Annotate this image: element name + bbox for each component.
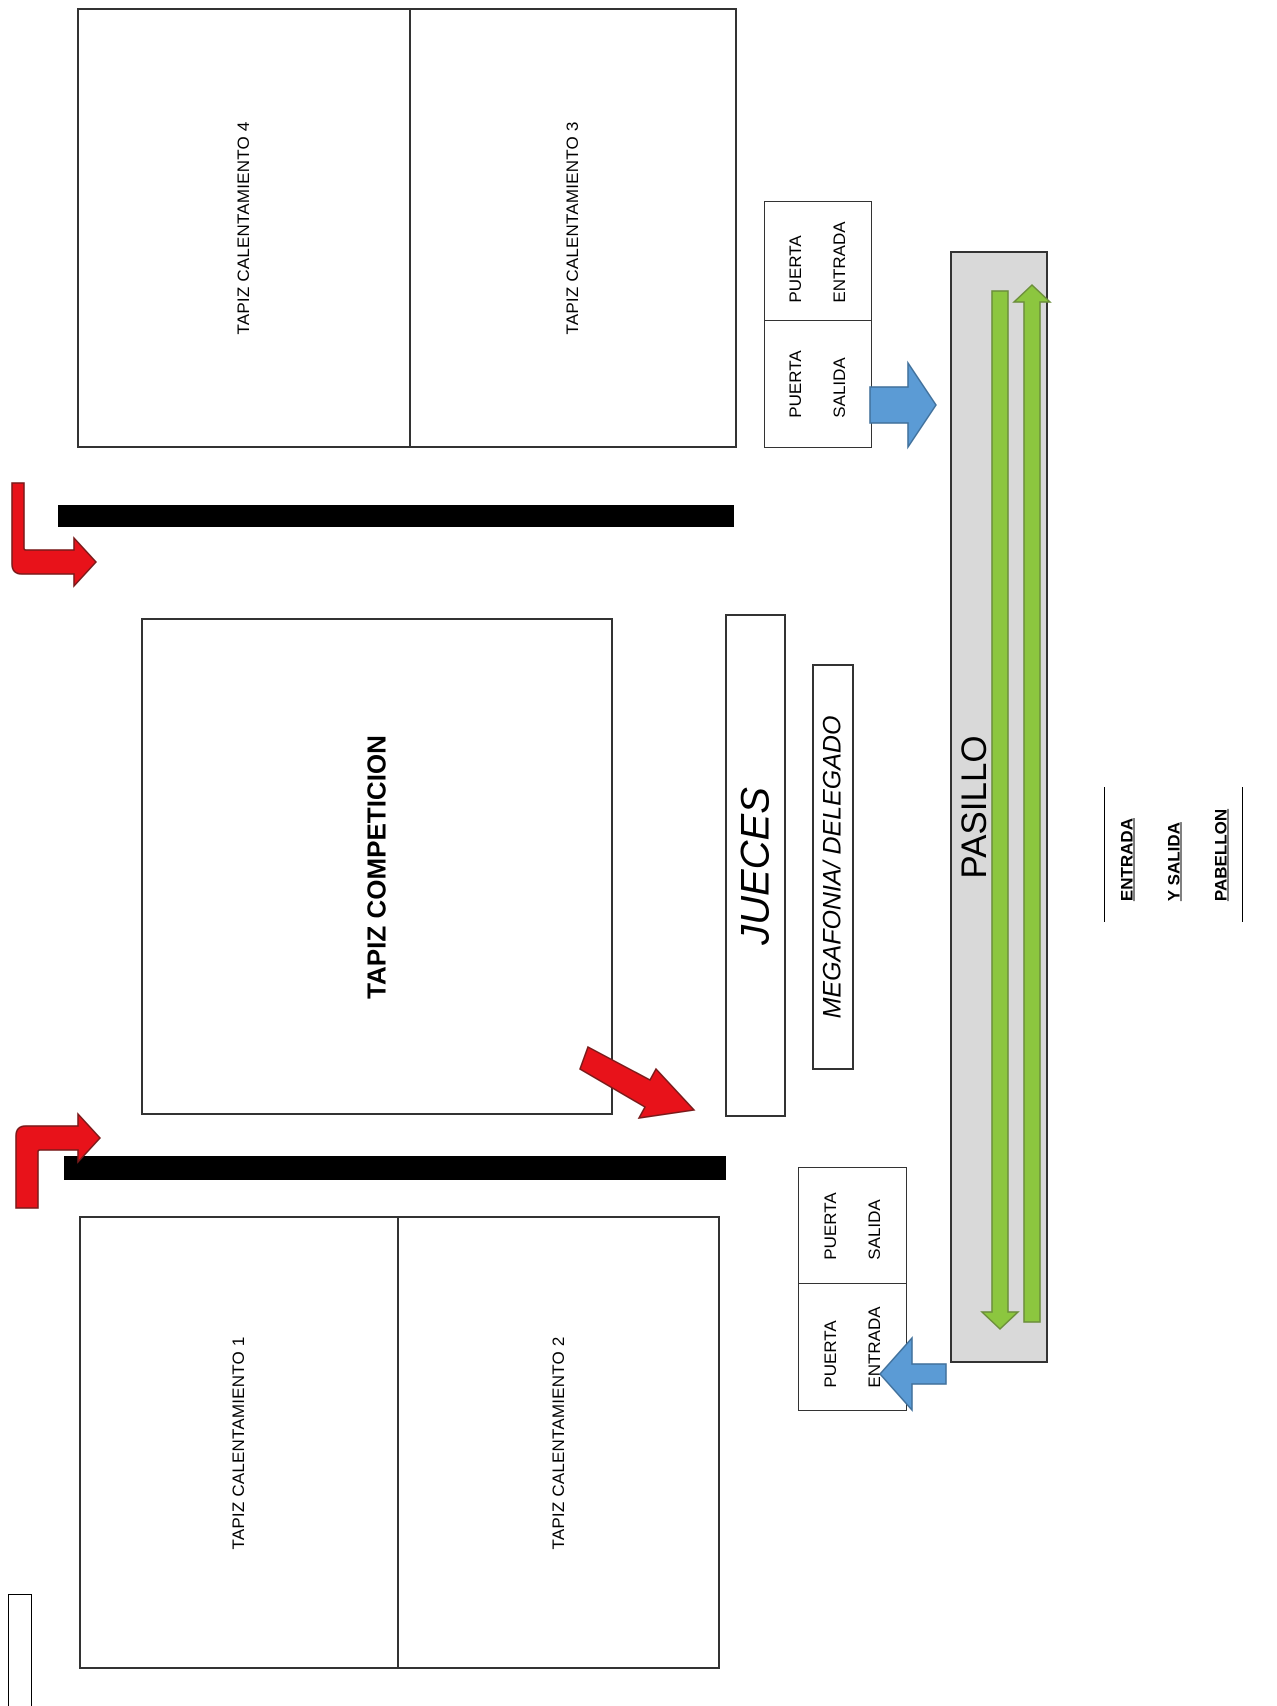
red-diagonal-arrow	[579, 1045, 696, 1119]
green-arrow-down	[980, 290, 1020, 1331]
green-arrow-up	[1012, 283, 1052, 1323]
blue-exit-arrow-top	[869, 360, 937, 450]
judges-table: JUECES	[725, 614, 786, 1117]
barrier-top	[58, 505, 734, 527]
door-bottom-entry: PUERTA ENTRADA	[798, 1283, 907, 1411]
red-turn-arrow-top	[11, 482, 98, 588]
warmup-mat-1: TAPIZ CALENTAMIENTO 1	[79, 1216, 399, 1669]
blue-entry-arrow-bottom	[878, 1336, 947, 1412]
announcer-table: MEGAFONIA/ DELEGADO	[812, 664, 854, 1070]
competition-mat: TAPIZ COMPETICION	[141, 618, 613, 1115]
red-turn-arrow-bottom	[15, 1112, 102, 1209]
edge-frame	[8, 1594, 32, 1706]
door-top-exit: PUERTA SALIDA	[764, 320, 872, 448]
warmup-mat-4: TAPIZ CALENTAMIENTO 4	[77, 8, 411, 448]
warmup-mat-3: TAPIZ CALENTAMIENTO 3	[409, 8, 737, 448]
barrier-bottom	[64, 1156, 726, 1180]
pavilion-entrance: ENTRADA Y SALIDA PABELLON	[1104, 787, 1243, 922]
warmup-mat-2: TAPIZ CALENTAMIENTO 2	[397, 1216, 720, 1669]
door-bottom-exit: PUERTA SALIDA	[798, 1167, 907, 1285]
